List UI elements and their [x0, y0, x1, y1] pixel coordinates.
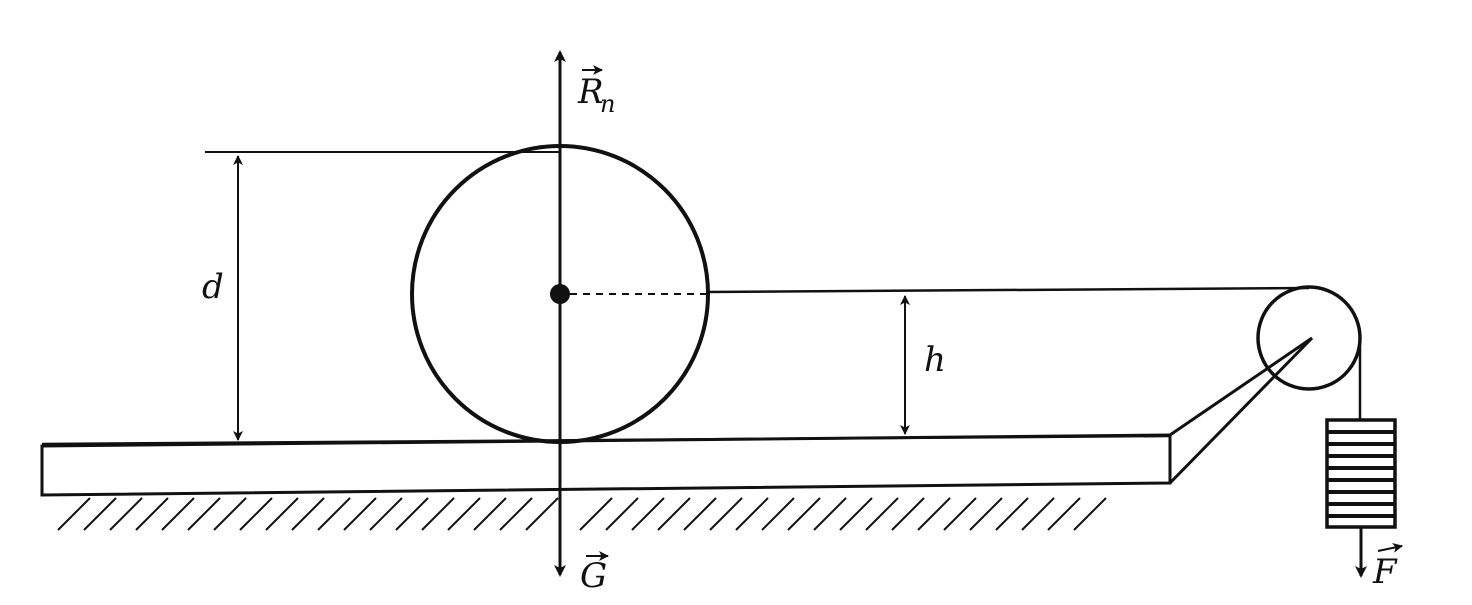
normal-force-symbol: R [577, 72, 604, 112]
weight-symbol: G [580, 556, 607, 596]
diameter-label: d [202, 267, 224, 307]
applied-force-label: F [1372, 542, 1403, 592]
table-top-line [41, 434, 1171, 446]
weight-label: G [580, 551, 609, 596]
pulley [1256, 285, 1362, 391]
normal-force-subscript: n [600, 90, 615, 118]
normal-force-label: R n [577, 65, 615, 118]
hanging-weight [1325, 418, 1397, 529]
string-horizontal [705, 286, 1310, 294]
applied-force-symbol: F [1372, 552, 1398, 592]
ground-hatching [57, 497, 1107, 531]
pulley-bracket [1168, 336, 1314, 485]
height-label: h [924, 340, 946, 380]
